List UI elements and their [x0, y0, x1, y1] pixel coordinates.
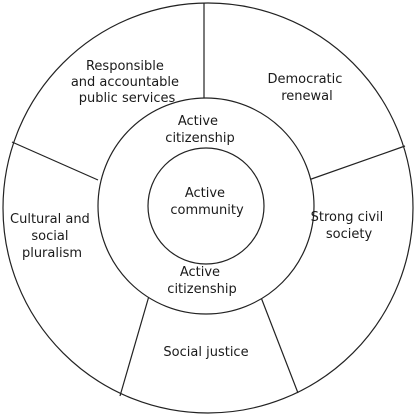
- center-label: Active community: [170, 186, 244, 218]
- segment-democratic-label: Democratic renewal: [267, 72, 346, 104]
- segment-civil-label: Strong civil society: [311, 210, 388, 242]
- divider-right: [299, 145, 406, 184]
- middle-ring-bottom-label: Active citizenship: [167, 265, 236, 297]
- segment-justice-label: Social justice: [163, 345, 248, 360]
- divider-bottom-left: [119, 288, 152, 397]
- divider-bottom-right: [256, 286, 299, 394]
- segment-pluralism-label: Cultural and social pluralism: [10, 212, 94, 261]
- middle-ring-top-label: Active citizenship: [165, 114, 234, 146]
- center-circle: [147, 147, 265, 265]
- segment-responsible-label: Responsible and accountable public servi…: [71, 59, 183, 106]
- divider-left: [11, 141, 99, 181]
